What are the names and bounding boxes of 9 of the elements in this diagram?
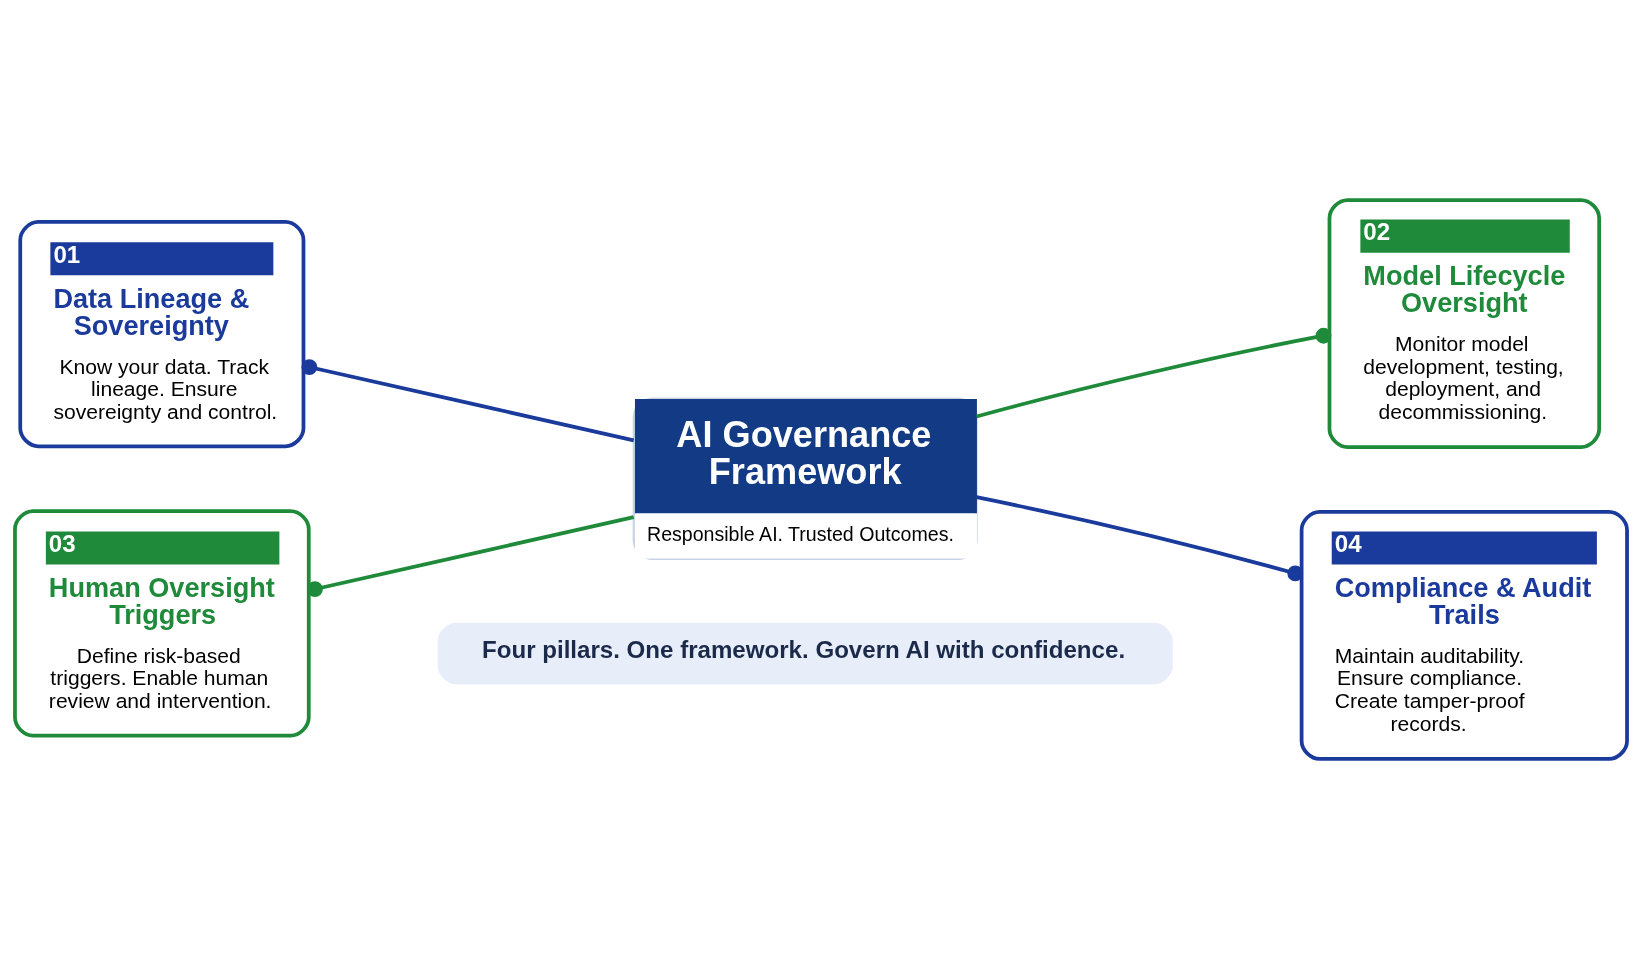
node-box: 04 Compliance & Audit Trails Maintain auditability. Ensure compliance. Create tamper-proof records. xyxy=(1299,509,1629,761)
node-box: 02 Model Lifecycle Oversight Monitor model development, testing, deployment, and decommissioning. xyxy=(1327,197,1602,449)
connector xyxy=(301,358,635,442)
node-box: 03 Human Oversight Triggers Define risk-based triggers. Enable human review and intervention. xyxy=(13,508,311,737)
connector xyxy=(976,327,1332,418)
node-box: 01 Data Lineage & Sovereignty Know your data. Track lineage. Ensure sovereignty and control. xyxy=(18,219,306,448)
node-box: Four pillars. One framework. Govern AI with confidence. xyxy=(437,622,1173,684)
connector xyxy=(307,514,635,597)
connector xyxy=(976,494,1304,581)
